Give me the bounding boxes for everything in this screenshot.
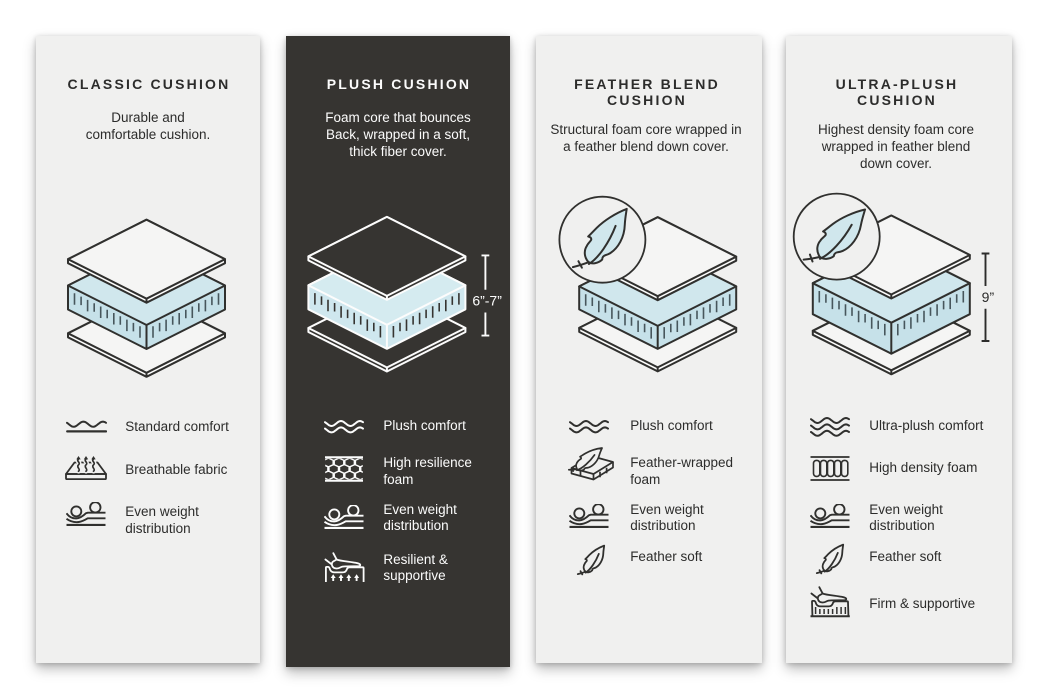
svg-text:9”: 9” [982, 289, 995, 305]
svg-text:6”-7”: 6”-7” [472, 293, 502, 309]
